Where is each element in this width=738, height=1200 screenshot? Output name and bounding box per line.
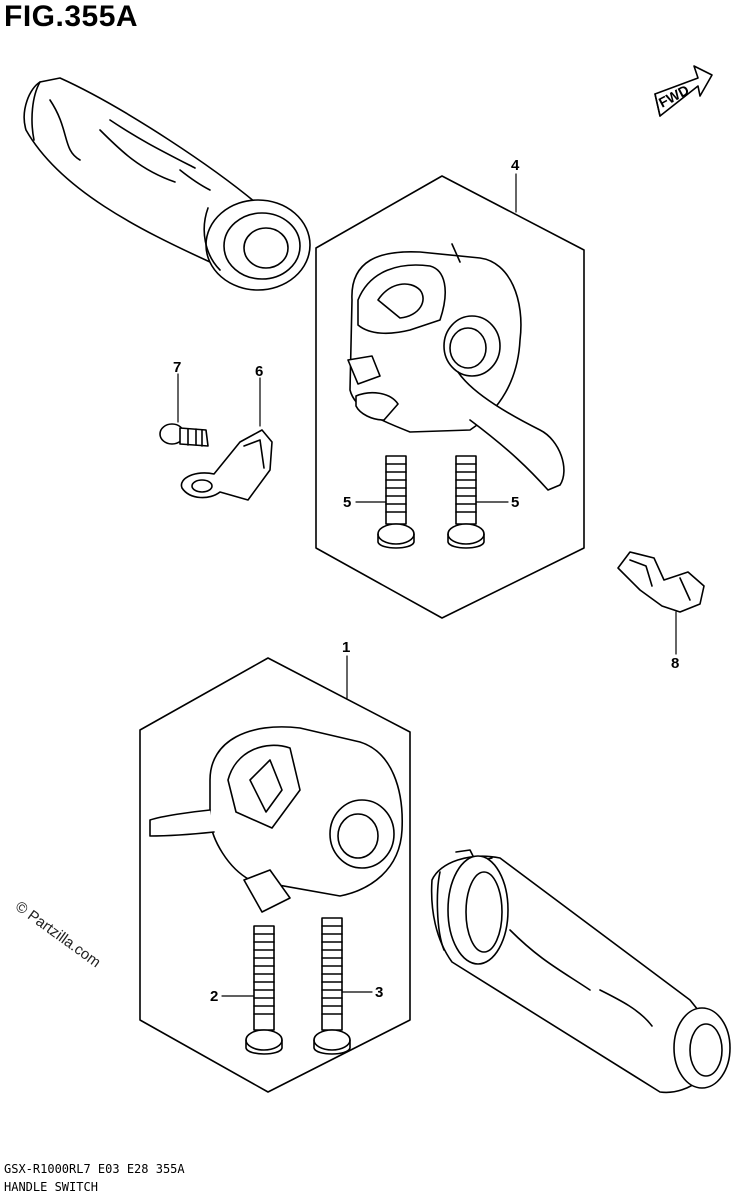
screw-5-right (447, 455, 485, 549)
callout-1: 1 (342, 639, 350, 656)
left-switch-assembly-box (139, 657, 411, 1093)
footer-model-line: GSX-R1000RL7 E03 E28 355A (4, 1162, 185, 1176)
clamp-8 (617, 551, 705, 613)
clamp-6 (180, 429, 273, 501)
figure-title: FIG.355A (4, 0, 139, 33)
callout-labels: 4 1 7 6 5 5 8 2 3 (173, 157, 679, 1005)
left-handle-switch (149, 726, 403, 913)
callout-5-left: 5 (343, 494, 351, 511)
fwd-arrow-badge: FWD (654, 65, 713, 117)
callout-8: 8 (671, 655, 679, 672)
screw-2 (245, 925, 283, 1055)
bolt-7 (159, 423, 209, 447)
throttle-grip (430, 849, 731, 1094)
right-switch-assembly-box (315, 175, 585, 619)
callout-5-right: 5 (511, 494, 519, 511)
callout-7: 7 (173, 359, 181, 376)
callout-3: 3 (375, 984, 383, 1001)
leader-lines (177, 173, 677, 997)
footer-caption: HANDLE SWITCH (4, 1180, 98, 1194)
callout-4: 4 (511, 157, 520, 174)
callout-6: 6 (255, 363, 263, 380)
screw-3 (313, 917, 351, 1055)
fwd-label: FWD (656, 82, 692, 111)
footer: GSX-R1000RL7 E03 E28 355A HANDLE SWITCH (4, 1160, 185, 1196)
callout-2: 2 (210, 988, 218, 1005)
screw-5-left (377, 455, 415, 549)
right-handle-switch (347, 243, 565, 491)
left-grip (23, 77, 311, 291)
